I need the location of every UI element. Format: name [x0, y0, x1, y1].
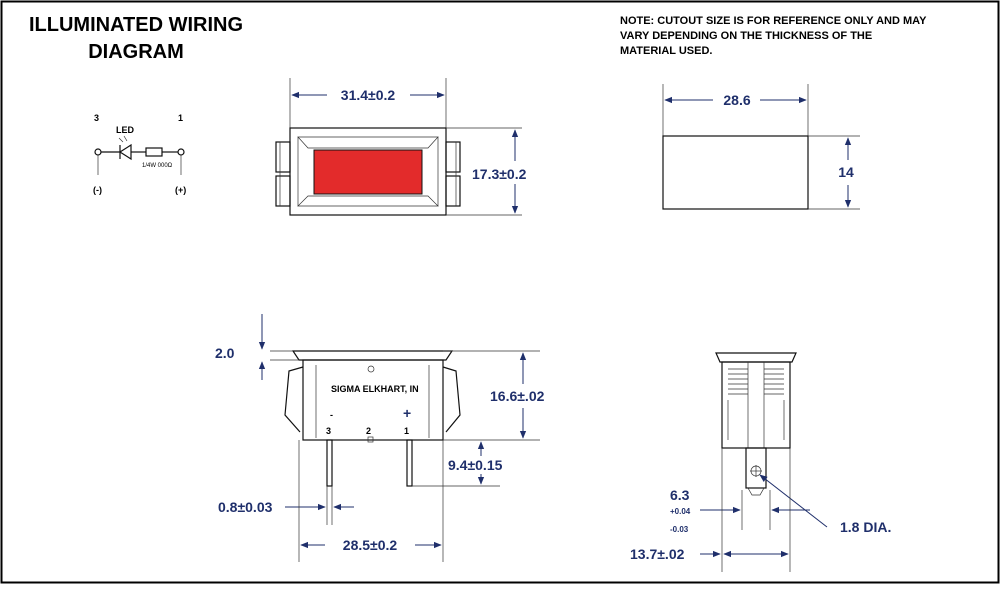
- side-view: 2.0 SIGMA ELKHART, IN - + 3 2 1 16.6±.02…: [215, 314, 545, 562]
- flange-dim: 2.0: [215, 345, 235, 361]
- end-terminal: [745, 447, 767, 489]
- polarity-negative: (-): [93, 185, 102, 195]
- minus-sign: -: [330, 410, 333, 420]
- depth-dim: 13.7±.02: [630, 546, 685, 562]
- plus-sign: +: [403, 405, 411, 421]
- title-line-2: DIAGRAM: [88, 41, 184, 63]
- mount-hole: [367, 365, 375, 373]
- cutout-width-dim: 28.6: [723, 92, 750, 108]
- side-body: [302, 359, 444, 441]
- led-symbol: [118, 143, 132, 161]
- wiring-pin-1: 1: [178, 113, 183, 123]
- front-right-tab-bottom: [445, 175, 461, 207]
- terminal-3-dot: [94, 148, 102, 156]
- front-right-tab-top: [445, 141, 461, 173]
- terminal-3: [326, 439, 333, 487]
- red-lens: [313, 149, 423, 195]
- terminal-width-tol-plus: +0.04: [670, 507, 691, 516]
- front-bezel: [289, 127, 447, 216]
- cutout-height-dim: 14: [838, 164, 854, 180]
- cutout-rectangle: [662, 135, 809, 210]
- left-latch: [284, 366, 304, 433]
- title-line-1: ILLUMINATED WIRING: [29, 14, 243, 36]
- pin-3-label: 3: [326, 426, 331, 436]
- front-left-tab-top: [275, 141, 291, 173]
- resistor-symbol: [145, 147, 163, 157]
- polarity-positive: (+): [175, 185, 186, 195]
- note-line-2: VARY DEPENDING ON THE THICKNESS OF THE: [620, 30, 872, 42]
- side-flange: [291, 350, 454, 361]
- terminal-width-dim: 6.3: [670, 487, 690, 503]
- terminal-span-dim: 28.5±0.2: [343, 537, 398, 553]
- wiring-diagram: 3 1 LED 1/4W 000Ω (-) (+): [93, 113, 186, 195]
- terminal-1-dot: [177, 148, 185, 156]
- note-line-3: MATERIAL USED.: [620, 45, 713, 57]
- pin-2-label: 2: [366, 426, 371, 436]
- brand-text: SIGMA ELKHART, IN: [331, 384, 419, 394]
- front-height-dim: 17.3±0.2: [472, 166, 527, 182]
- terminal-length-dim: 9.4±0.15: [448, 457, 503, 473]
- wiring-pin-3: 3: [94, 113, 99, 123]
- note-line-1: NOTE: CUTOUT SIZE IS FOR REFERENCE ONLY …: [620, 15, 927, 27]
- front-width-dim: 31.4±0.2: [341, 87, 396, 103]
- end-flange: [715, 352, 797, 363]
- right-latch: [442, 366, 461, 433]
- hole-dia-dim: 1.8 DIA.: [840, 519, 891, 535]
- front-left-tab-bottom: [275, 175, 291, 207]
- led-label: LED: [116, 125, 135, 135]
- end-body: [721, 361, 791, 449]
- cutout-view: 28.6 14: [662, 84, 860, 210]
- body-height-dim: 16.6±.02: [490, 388, 545, 404]
- front-view: 31.4±0.2 17.3±0.2: [275, 78, 527, 216]
- end-ribs: [728, 368, 784, 395]
- terminal-1: [406, 439, 413, 487]
- pin-1-label: 1: [404, 426, 409, 436]
- resistor-label: 1/4W 000Ω: [142, 163, 173, 169]
- end-view: 6.3 +0.04 -0.03 1.8 DIA. 13.7±.02: [630, 352, 891, 572]
- terminal-width-tol-minus: -0.03: [670, 525, 689, 534]
- terminal-thickness-dim: 0.8±0.03: [218, 499, 273, 515]
